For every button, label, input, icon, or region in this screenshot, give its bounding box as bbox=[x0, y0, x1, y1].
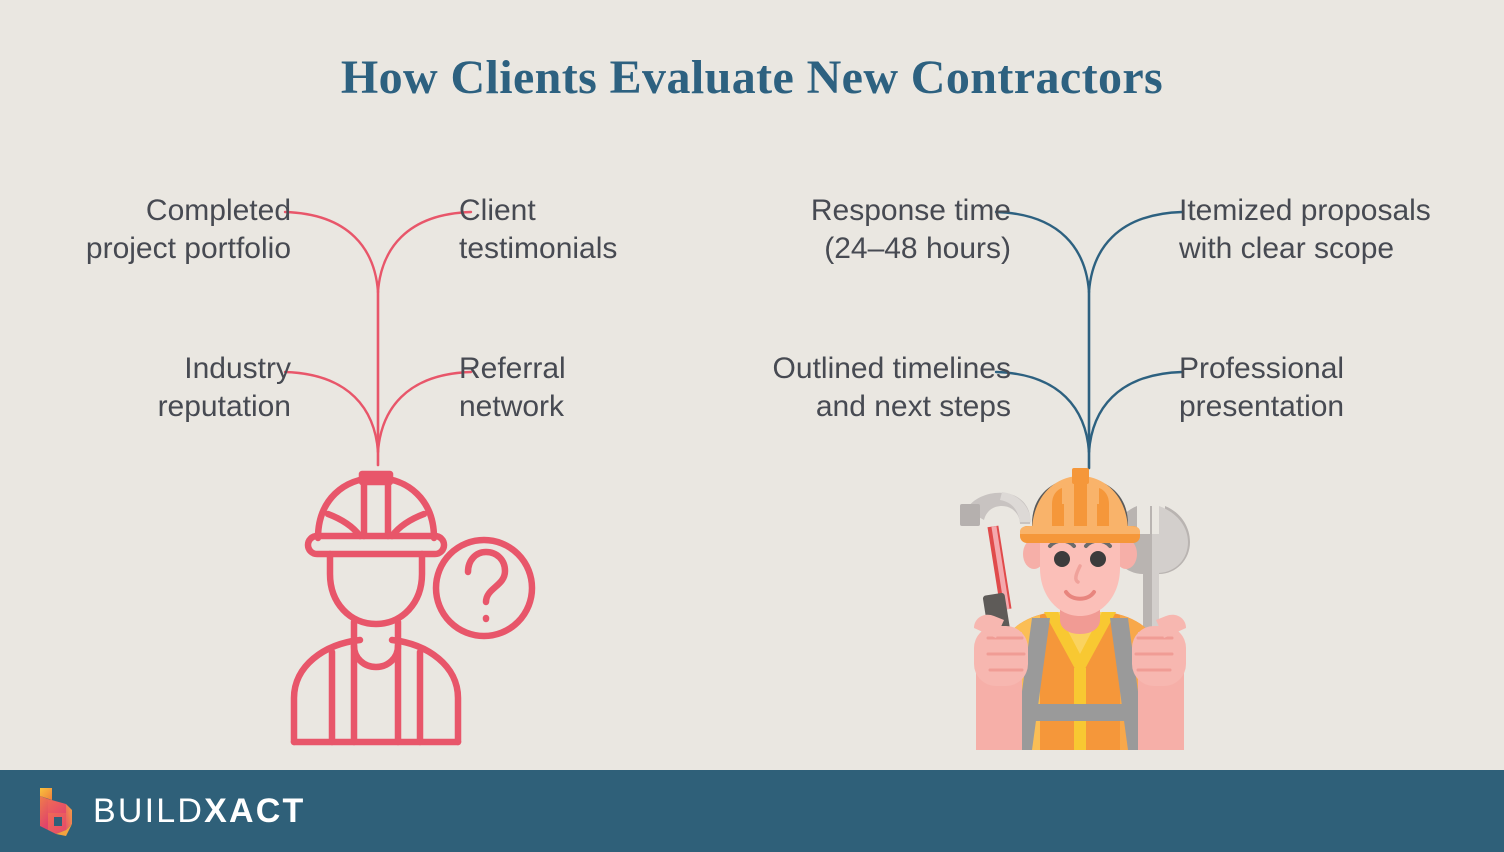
worker-tools-illustration bbox=[960, 468, 1190, 750]
contractor-question-icon bbox=[290, 470, 536, 746]
label-completed-project-portfolio: Completed project portfolio bbox=[85, 194, 291, 265]
label-row-bottom-right-group: Outlined timelines and next steps Profes… bbox=[700, 350, 1490, 425]
label-row-bottom-left-group: Industry reputation Referral network bbox=[30, 350, 720, 425]
worker-hands bbox=[974, 614, 1186, 686]
label-outlined-timelines: Outlined timelines and next steps bbox=[772, 352, 1011, 423]
buildxact-b-mark-icon bbox=[40, 788, 72, 836]
label-professional-presentation: Professional presentation bbox=[1179, 352, 1345, 423]
brand-wordmark: BUILDXACT bbox=[93, 792, 306, 831]
label-referral-network: Referral network bbox=[459, 352, 566, 423]
label-itemized-proposals: Itemized proposals with clear scope bbox=[1179, 194, 1431, 265]
label-row-top-left-group: Completed project portfolio Client testi… bbox=[30, 192, 720, 267]
label-client-testimonials: Client testimonials bbox=[459, 194, 618, 265]
label-response-time: Response time (24–48 hours) bbox=[810, 194, 1011, 265]
brand-name-light: BUILD bbox=[93, 791, 205, 830]
footer-bar: BUILDXACT bbox=[0, 770, 1504, 852]
label-row-top-right-group: Response time (24–48 hours) Itemized pro… bbox=[700, 192, 1490, 267]
brand-logo[interactable]: BUILDXACT bbox=[36, 786, 306, 836]
hard-hat-icon bbox=[1020, 468, 1140, 543]
page-title: How Clients Evaluate New Contractors bbox=[340, 51, 1164, 104]
brand-name-bold: XACT bbox=[204, 791, 306, 830]
label-industry-reputation: Industry reputation bbox=[157, 352, 291, 423]
